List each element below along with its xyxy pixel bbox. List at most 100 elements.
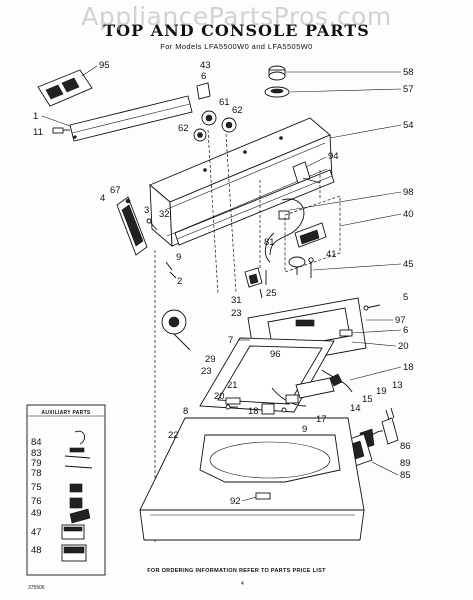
callout-9-top: 9 xyxy=(176,252,181,263)
callout-21: 21 xyxy=(227,380,238,391)
callout-67: 67 xyxy=(110,185,121,196)
part-61-timer-knob xyxy=(196,82,217,126)
callout-25: 25 xyxy=(266,288,277,299)
part-2-screw xyxy=(169,271,177,279)
aux-callout-84: 84 xyxy=(31,437,42,448)
callout-3: 3 xyxy=(144,205,149,216)
callout-labels: 95 43 6 1 62 62 61 11 58 57 54 94 67 4 3… xyxy=(33,60,414,507)
callout-62-right: 62 xyxy=(232,105,243,116)
callout-8: 8 xyxy=(183,406,188,417)
callout-18-right: 18 xyxy=(403,362,414,373)
callout-23-top: 23 xyxy=(231,308,242,319)
document-number: 375506 xyxy=(28,585,45,591)
callout-7: 7 xyxy=(228,335,233,346)
aux-callout-78: 78 xyxy=(31,468,42,479)
part-94-switch xyxy=(292,161,321,184)
auxiliary-parts-title: AUXILIARY PARTS xyxy=(41,410,91,416)
part-23-screw xyxy=(259,288,263,299)
part-5-screw xyxy=(363,304,381,311)
aux-callout-83: 83 xyxy=(31,448,42,459)
aux-callout-49: 49 xyxy=(31,508,42,519)
callout-94: 94 xyxy=(328,151,339,162)
callout-20-left: 20 xyxy=(214,391,225,402)
part-18-lid-switch xyxy=(321,369,353,393)
part-98-wire-harness xyxy=(269,198,305,256)
callout-15: 15 xyxy=(362,394,373,405)
aux-callout-79: 79 xyxy=(31,458,42,469)
callout-62-left: 62 xyxy=(178,123,189,134)
part-86-plug xyxy=(381,407,399,445)
callout-97: 97 xyxy=(395,315,406,326)
callout-11: 11 xyxy=(33,127,43,138)
callout-18-left: 18 xyxy=(248,406,259,417)
part-62-knob-left xyxy=(193,128,207,142)
callout-5: 5 xyxy=(403,292,408,303)
page-number: 4 xyxy=(241,581,244,587)
callout-89: 89 xyxy=(400,458,411,469)
part-32-trim xyxy=(174,169,335,246)
callout-43: 43 xyxy=(200,60,211,71)
callout-41: 41 xyxy=(326,249,337,260)
part-6-hinge xyxy=(339,329,353,337)
part-81-wire xyxy=(264,232,275,263)
part-14-bracket xyxy=(285,394,299,404)
callout-22: 22 xyxy=(168,430,179,441)
callout-98: 98 xyxy=(403,187,414,198)
part-92-clip xyxy=(255,492,271,500)
part-17-screw xyxy=(281,407,287,413)
part-31-relay xyxy=(244,267,263,288)
part-11-screw xyxy=(52,127,70,134)
part-45-screw xyxy=(308,257,314,278)
callout-2: 2 xyxy=(177,276,182,287)
callout-86: 86 xyxy=(400,441,411,452)
callout-92: 92 xyxy=(230,496,241,507)
part-20-screw xyxy=(225,404,238,410)
callout-13: 13 xyxy=(392,380,403,391)
part-29-timer xyxy=(161,309,191,351)
watermark: AppliancePartsPros.com xyxy=(81,2,392,31)
assembly-guide-lines xyxy=(154,129,321,542)
aux-callout-48: 48 xyxy=(31,545,42,556)
aux-callout-47: 47 xyxy=(31,527,42,538)
aux-callout-75: 75 xyxy=(31,482,42,493)
part-40-bracket xyxy=(284,195,341,273)
part-62-knob xyxy=(221,117,237,133)
callout-17: 17 xyxy=(316,414,327,425)
part-22-cabinet-top xyxy=(139,417,365,541)
callout-54: 54 xyxy=(403,120,414,131)
callout-95: 95 xyxy=(99,60,110,71)
callout-61: 61 xyxy=(219,97,230,108)
part-57-dial xyxy=(264,86,290,98)
callout-6: 6 xyxy=(201,71,206,82)
aux-callout-76: 76 xyxy=(31,496,42,507)
part-1-console-panel xyxy=(69,95,193,142)
callout-31: 31 xyxy=(231,295,242,306)
diagram-title: TOP AND CONSOLE PARTS xyxy=(103,21,370,40)
auxiliary-parts-box xyxy=(26,404,106,576)
callout-29: 29 xyxy=(205,354,216,365)
callout-9-bottom: 9 xyxy=(302,424,307,435)
callout-32: 32 xyxy=(159,209,170,220)
part-3-screw xyxy=(146,218,158,231)
callout-4: 4 xyxy=(100,193,105,204)
part-18-left-bracket xyxy=(261,403,275,415)
ordering-footer: FOR ORDERING INFORMATION REFER TO PARTS … xyxy=(147,568,326,574)
part-4-end-cap xyxy=(116,196,148,256)
callout-20-right: 20 xyxy=(398,341,409,352)
diagram-subtitle: For Models LFA5500W0 and LFA5505W0 xyxy=(160,42,313,51)
callout-1: 1 xyxy=(33,111,38,122)
callout-58: 58 xyxy=(403,67,414,78)
callout-96: 96 xyxy=(270,349,281,360)
part-41-capacitor xyxy=(288,256,306,275)
callout-85: 85 xyxy=(400,470,411,481)
callout-6-right: 6 xyxy=(403,325,408,336)
part-58-knob xyxy=(268,65,286,81)
callout-81: 81 xyxy=(264,237,275,248)
part-13-spring xyxy=(295,377,335,399)
callout-14: 14 xyxy=(350,403,361,414)
callout-19: 19 xyxy=(376,386,387,397)
callout-23-bottom: 23 xyxy=(201,366,212,377)
callout-40: 40 xyxy=(403,209,414,220)
